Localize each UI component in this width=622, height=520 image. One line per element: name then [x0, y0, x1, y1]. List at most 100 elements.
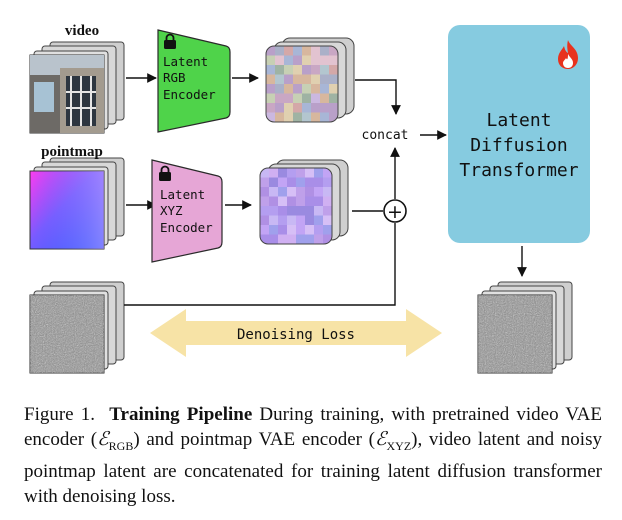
latent-cell [302, 93, 312, 104]
latent-cell [329, 84, 338, 94]
xyz-encoder-line3: Encoder [160, 220, 213, 235]
latent-cell [329, 112, 338, 122]
latent-cell [314, 215, 324, 226]
caption-xyz-subscript: XYZ [386, 438, 412, 453]
latent-cell [293, 84, 303, 94]
latent-cell [311, 84, 321, 94]
latent-cell [260, 206, 270, 216]
latent-cell [269, 225, 279, 235]
transformer-line3: Transformer [459, 160, 578, 181]
latent-cell [296, 187, 306, 197]
latent-cell [287, 215, 297, 226]
latent-cell [329, 55, 338, 66]
lock-icon [159, 165, 171, 181]
rgb-encoder-line1: Latent [163, 54, 208, 69]
latent-cell [275, 103, 285, 113]
latent-cell [266, 112, 276, 122]
latent-cell [278, 168, 288, 178]
latent-cell [302, 112, 312, 122]
latent-cell [284, 74, 294, 85]
latent-cell [302, 55, 312, 66]
latent-cell [269, 187, 279, 197]
latent-cell [269, 196, 279, 207]
latent-cell [305, 196, 315, 207]
latent-cell [311, 112, 321, 122]
latent-cell [293, 65, 303, 75]
latent-cell [278, 215, 288, 226]
noise-output-stack [477, 281, 573, 374]
latent-cell [311, 46, 321, 56]
latent-cell [329, 46, 338, 56]
pointmap-latent-mosaic [259, 167, 333, 245]
pointmap-frames-stack [29, 157, 125, 250]
latent-cell [269, 168, 279, 178]
concat-label: concat [362, 128, 409, 143]
caption-figure-number: Figure 1. [24, 404, 95, 425]
latent-cell [314, 225, 324, 235]
latent-cell [284, 93, 294, 104]
latent-cell [278, 206, 288, 216]
rgb-encoder-line3: Encoder [163, 87, 216, 102]
latent-cell [296, 234, 306, 244]
latent-cell [302, 84, 312, 94]
video-label: video [65, 23, 99, 39]
latent-cell [287, 187, 297, 197]
latent-cell [266, 65, 276, 75]
latent-cell [275, 55, 285, 66]
denoising-loss-label: Denoising Loss [237, 327, 355, 343]
xyz-encoder-line2: XYZ [160, 203, 183, 218]
latent-cell [323, 215, 332, 226]
latent-cell [266, 93, 276, 104]
latent-cell [275, 93, 285, 104]
latent-cell [314, 187, 324, 197]
latent-cell [320, 65, 330, 75]
latent-cell [314, 206, 324, 216]
pointmap-label: pointmap [41, 144, 103, 160]
caption-title: Training Pipeline [109, 404, 253, 425]
latent-cell [311, 55, 321, 66]
latent-cell [323, 196, 332, 207]
latent-cell [266, 84, 276, 94]
latent-cell [320, 103, 330, 113]
latent-cell [260, 196, 270, 207]
latent-cell [323, 187, 332, 197]
latent-cell [275, 84, 285, 94]
add-operator: + [383, 199, 407, 223]
latent-cell [311, 65, 321, 75]
latent-cell [329, 65, 338, 75]
latent-cell [287, 177, 297, 188]
latent-cell [320, 46, 330, 56]
figure-caption: Figure 1. Training Pipeline During train… [24, 402, 602, 509]
latent-cell [284, 65, 294, 75]
latent-cell [266, 46, 276, 56]
latent-cell [305, 206, 315, 216]
latent-cell [320, 55, 330, 66]
latent-cell [287, 225, 297, 235]
noise-output-image [478, 295, 552, 373]
latent-cell [320, 84, 330, 94]
latent-cell [284, 46, 294, 56]
latent-diffusion-transformer: Latent Diffusion Transformer [448, 25, 590, 243]
latent-cell [260, 177, 270, 188]
latent-cell [278, 225, 288, 235]
latent-cell [296, 168, 306, 178]
latent-cell [323, 206, 332, 216]
latent-cell [320, 93, 330, 104]
latent-cell [278, 187, 288, 197]
latent-cell [296, 215, 306, 226]
latent-cell [329, 93, 338, 104]
latent-cell [302, 74, 312, 85]
latent-cell [293, 103, 303, 113]
latent-cell [287, 206, 297, 216]
latent-cell [305, 225, 315, 235]
video-latent-stack [265, 37, 355, 123]
latent-cell [314, 177, 324, 188]
pipeline-diagram: video pointmap Latent RGB Encoder Latent… [29, 23, 590, 374]
rgb-encoder: Latent RGB Encoder [157, 29, 231, 133]
latent-cell [305, 234, 315, 244]
latent-cell [323, 168, 332, 178]
latent-cell [278, 196, 288, 207]
latent-cell [305, 215, 315, 226]
latent-cell [293, 112, 303, 122]
caption-xyz-symbol: ℰ [374, 429, 387, 450]
